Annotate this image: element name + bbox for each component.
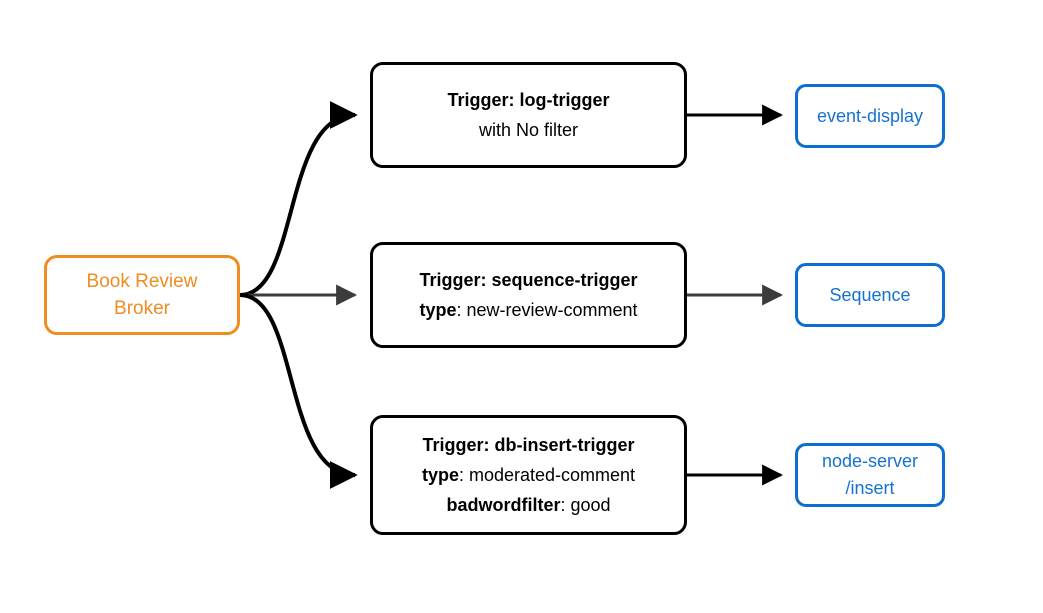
target-event-display-label: event-display	[816, 105, 924, 126]
trigger-db-insert-title: Trigger: db-insert-trigger	[422, 435, 635, 455]
trigger-log-title: Trigger: log-trigger	[447, 90, 610, 110]
broker-label-line2: Broker	[114, 298, 170, 319]
trigger-db-insert-detail-1: type: moderated-comment	[421, 465, 636, 485]
target-sequence-label: Sequence	[829, 284, 911, 305]
trigger-log-detail-1: with No filter	[478, 120, 579, 140]
trigger-sequence-detail-1: type: new-review-comment	[419, 300, 638, 320]
trigger-sequence-title: Trigger: sequence-trigger	[419, 270, 638, 290]
node-target-event-display[interactable]: event-display	[795, 84, 945, 148]
edge-broker-to-db-insert-trigger	[239, 293, 358, 489]
node-target-sequence[interactable]: Sequence	[795, 263, 945, 327]
edge-broker-to-log-trigger	[239, 101, 358, 297]
target-node-server-label-line2: /insert	[845, 478, 895, 498]
node-trigger-db-insert-trigger[interactable]: Trigger: db-insert-trigger type: moderat…	[370, 415, 687, 535]
node-book-review-broker[interactable]: Book Review Broker	[44, 255, 240, 335]
node-target-node-server-insert[interactable]: node-server /insert	[795, 443, 945, 507]
broker-label-line1: Book Review	[86, 271, 198, 292]
node-trigger-sequence-trigger[interactable]: Trigger: sequence-trigger type: new-revi…	[370, 242, 687, 348]
trigger-db-insert-detail-2: badwordfilter: good	[446, 495, 611, 515]
node-trigger-log-trigger[interactable]: Trigger: log-trigger with No filter	[370, 62, 687, 168]
target-node-server-label-line1: node-server	[821, 451, 919, 471]
